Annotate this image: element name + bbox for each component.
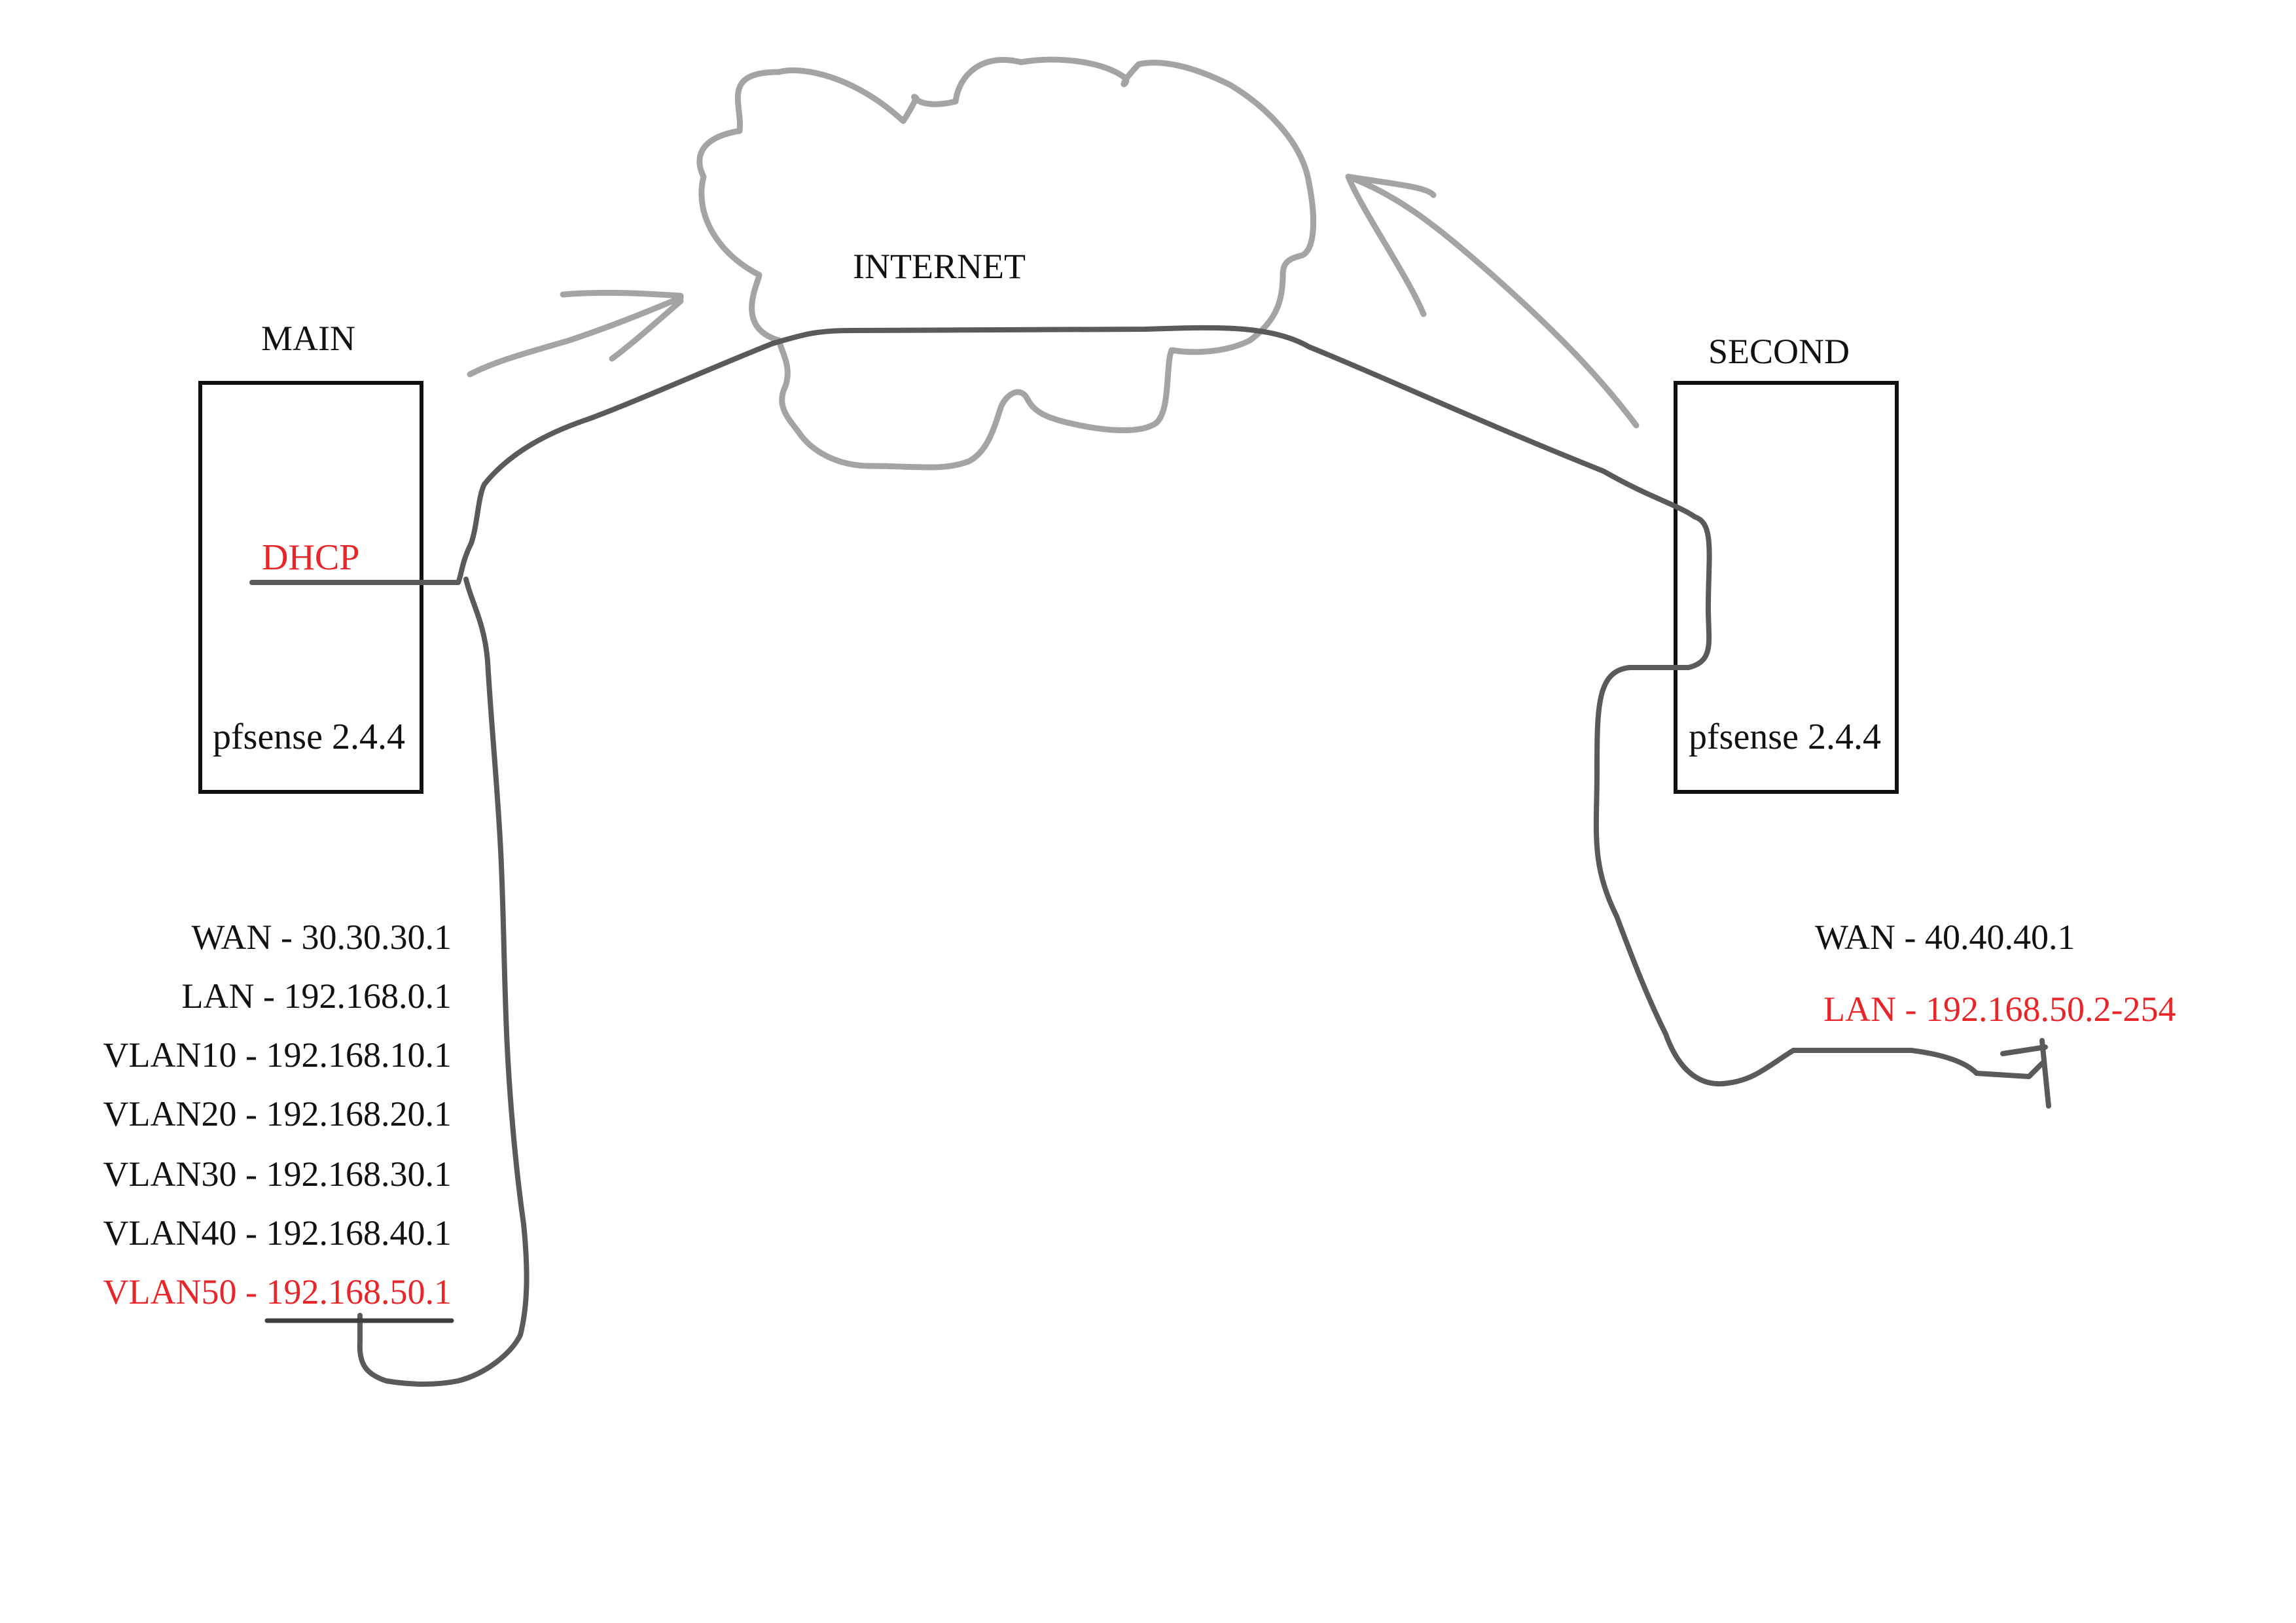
main-router-box bbox=[198, 381, 423, 794]
second-router-title: SECOND bbox=[1708, 332, 1850, 371]
main-interface-vlan30: VLAN30 - 192.168.30.1 bbox=[103, 1154, 452, 1194]
main-interface-vlan40: VLAN40 - 192.168.40.1 bbox=[103, 1213, 452, 1253]
internet-label: INTERNET bbox=[853, 247, 1026, 286]
lan-link-cable bbox=[357, 577, 529, 1387]
wan-link-cable bbox=[249, 325, 2051, 1109]
arrow-to-internet-left bbox=[467, 289, 684, 378]
second-interface-wan: WAN - 40.40.40.1 bbox=[1815, 918, 2075, 957]
main-os-label: pfsense 2.4.4 bbox=[213, 717, 405, 757]
main-interface-wan: WAN - 30.30.30.1 bbox=[191, 918, 452, 957]
cloud-icon bbox=[696, 56, 1317, 471]
main-interface-vlan50: VLAN50 - 192.168.50.1 bbox=[103, 1272, 452, 1311]
main-interface-vlan10: VLAN10 - 192.168.10.1 bbox=[103, 1035, 452, 1075]
second-os-label: pfsense 2.4.4 bbox=[1689, 717, 1881, 757]
arrow-to-internet-right bbox=[1345, 173, 1640, 429]
second-interface-lan: LAN - 192.168.50.2-254 bbox=[1823, 990, 2176, 1029]
main-router-title: MAIN bbox=[261, 319, 355, 358]
main-interface-lan: LAN - 192.168.0.1 bbox=[181, 976, 452, 1016]
second-router-box bbox=[1674, 381, 1899, 794]
main-interface-vlan20: VLAN20 - 192.168.20.1 bbox=[103, 1094, 452, 1133]
main-dhcp-label: DHCP bbox=[262, 537, 360, 578]
